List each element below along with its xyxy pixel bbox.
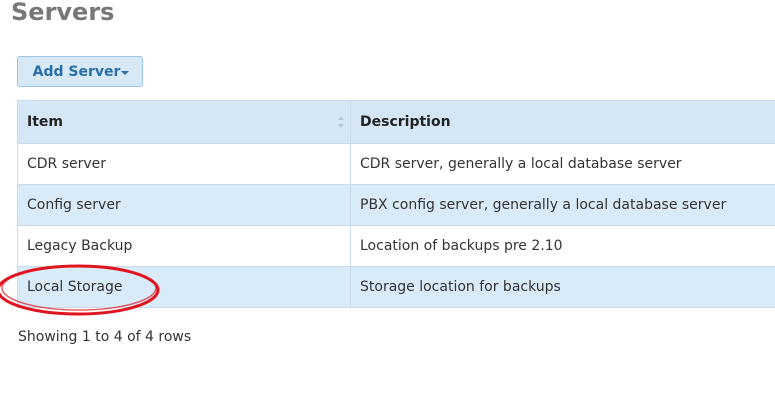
cell-description[interactable]: Location of backups pre 2.10 bbox=[350, 225, 775, 267]
column-header-item-label: Item bbox=[27, 114, 63, 130]
cell-item[interactable]: Config server bbox=[17, 184, 351, 226]
cell-item[interactable]: Legacy Backup bbox=[17, 225, 351, 267]
table-header-row: Item Description bbox=[17, 100, 775, 144]
add-server-button[interactable]: Add Server bbox=[17, 56, 143, 87]
cell-item[interactable]: Local Storage bbox=[17, 266, 351, 308]
sort-icon[interactable] bbox=[337, 115, 345, 129]
table-row[interactable]: CDR server CDR server, generally a local… bbox=[17, 143, 775, 185]
cell-description[interactable]: PBX config server, generally a local dat… bbox=[350, 184, 775, 226]
column-header-item[interactable]: Item bbox=[17, 100, 351, 144]
cell-item[interactable]: CDR server bbox=[17, 143, 351, 185]
page-title: Servers bbox=[11, 0, 115, 26]
servers-table: Item Description CDR server CDR server, … bbox=[17, 100, 775, 308]
table-row[interactable]: Local Storage Storage location for backu… bbox=[17, 266, 775, 308]
caret-down-icon bbox=[121, 70, 130, 75]
table-row[interactable]: Legacy Backup Location of backups pre 2.… bbox=[17, 225, 775, 267]
pagination-info: Showing 1 to 4 of 4 rows bbox=[18, 329, 192, 345]
add-server-label: Add Server bbox=[32, 63, 121, 80]
cell-description[interactable]: Storage location for backups bbox=[350, 266, 775, 308]
column-header-description-label: Description bbox=[360, 114, 451, 130]
cell-description[interactable]: CDR server, generally a local database s… bbox=[350, 143, 775, 185]
column-header-description[interactable]: Description bbox=[350, 100, 775, 144]
table-row[interactable]: Config server PBX config server, general… bbox=[17, 184, 775, 226]
